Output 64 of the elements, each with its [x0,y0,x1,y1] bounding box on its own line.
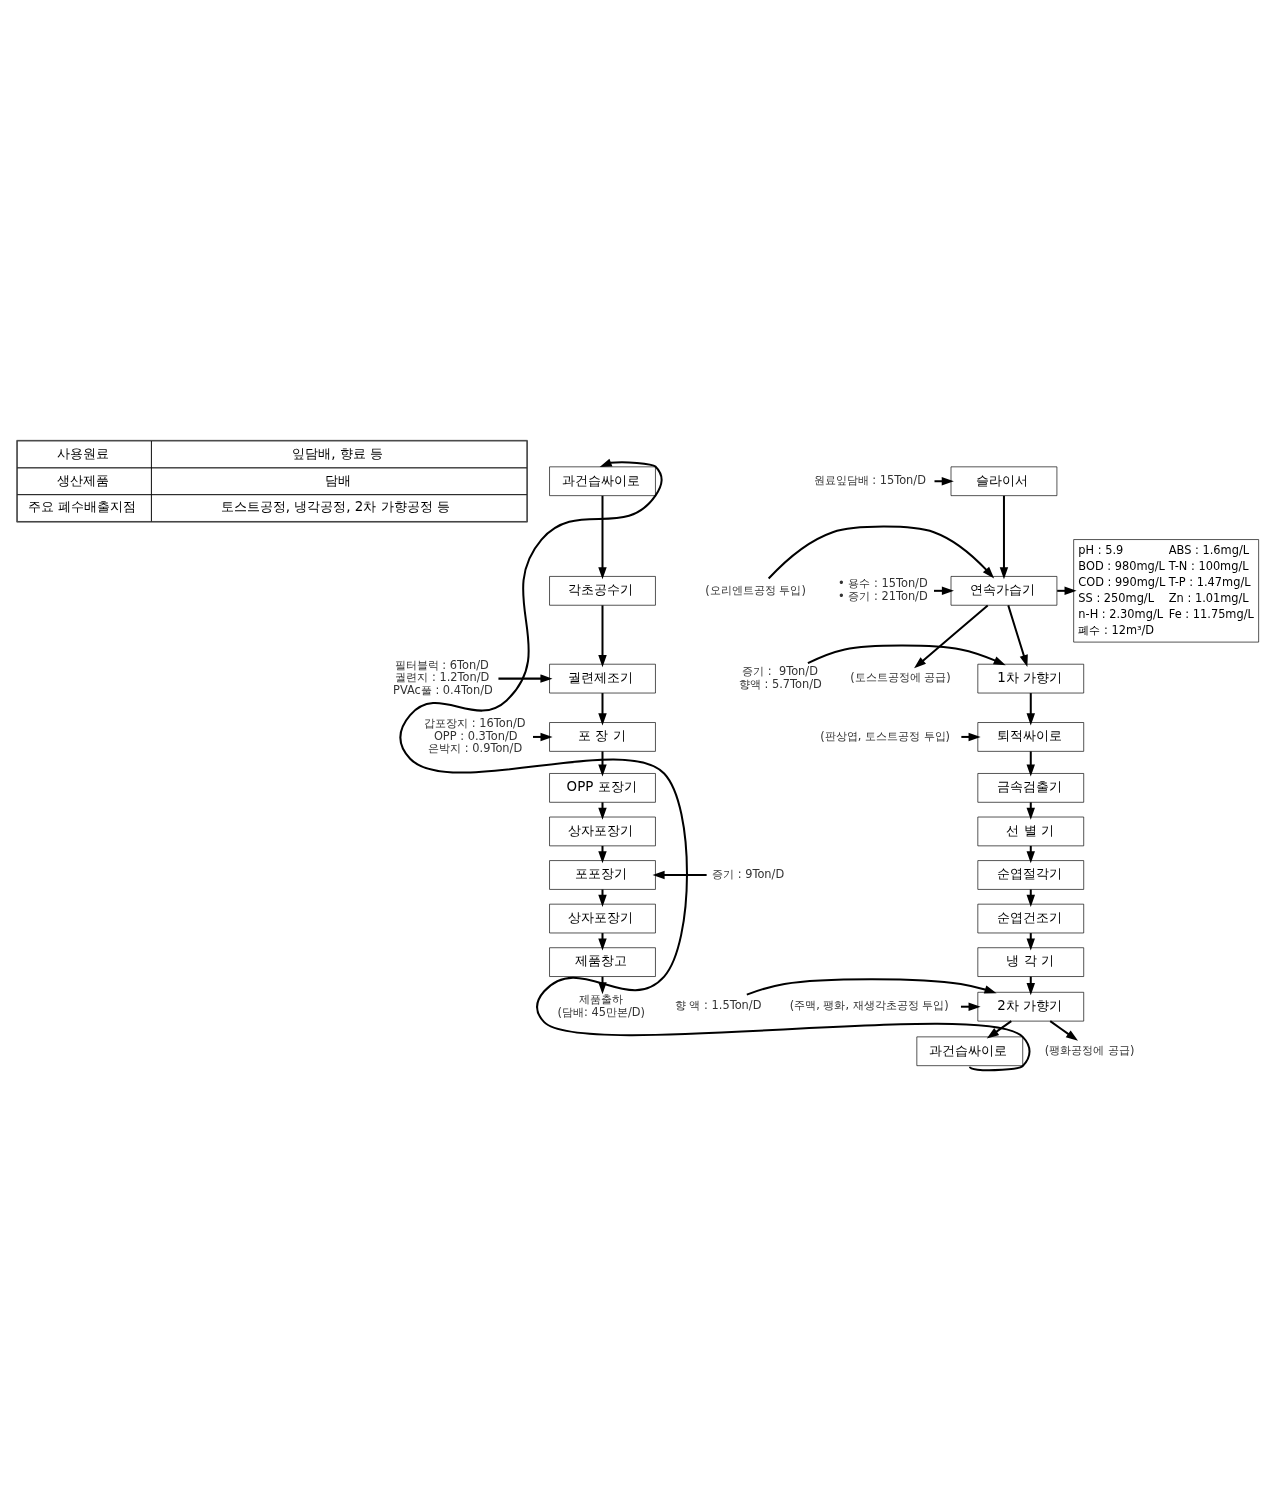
node-text: 필터블럭 : 6Ton/D 궐련지 : 1.2Ton/D PVAc풀 : 0.4Ton/D [393,657,493,698]
label: 잎담배, 향료 등 [292,445,383,461]
arrow [598,495,607,580]
node-box: 1차 가향기 [977,663,1085,694]
label: 담배 [325,472,352,488]
arrow [1026,693,1035,726]
node-box: 금속검출기 [977,773,1085,803]
arrow [1057,586,1077,596]
label: 주요 폐수배출지점 [27,499,137,515]
node-text: 제품출하 (담배: 45만본/D) [557,992,645,1019]
node-box: 포 장 기 [549,722,656,752]
arrow [1007,605,1028,667]
node-text: (판상엽, 토스트공정 투입) [820,728,951,743]
arrow [598,802,607,820]
node-text: (주맥, 팽화, 재생각초공정 투입) [789,998,949,1013]
arrow [986,1020,1012,1039]
node-box: 냉 각 기 [977,947,1085,977]
node-box: 상자포장기 [549,903,656,934]
node-box: 연속가습기 [950,576,1058,606]
arrow [598,693,607,726]
arrow [746,978,997,996]
arrow [652,870,707,880]
node-box: 제품창고 [549,947,656,977]
node-text: (토스트공정에 공급) [850,670,951,685]
arrow [914,604,989,669]
arrow [999,495,1009,580]
node-box: 포포장기 [549,860,656,890]
node-box: OPP 포장기 [549,773,656,803]
node-box: 과건습싸이로 [916,1036,1024,1066]
arrow [1026,751,1035,777]
arrow [961,732,981,742]
arrow [598,605,607,668]
node-box: pH : 5.9 ABS : 1.6mg/L BOD : 980mg/L T-N : 100mg/L COD : 990mg/L T-P : 1.47mg/L SS : 250mg/L Zn : 1.01mg/L n-H : 2.30mg/L Fe : 11.75mg/L 폐수 : 12m³/D [1073,539,1259,643]
label: 사용원료 [56,445,109,461]
node-box: 선 별 기 [977,816,1085,847]
node-text: 갑포장지 : 16Ton/D OPP : 0.3Ton/D 은박지 : 0.9Ton/D [424,715,526,756]
node-box: 순엽건조기 [977,903,1085,934]
arrow [598,751,607,777]
arrow [1026,889,1035,907]
node-text: • 용수 : 15Ton/D • 증기 : 21Ton/D [838,576,928,603]
arrow [498,674,553,683]
node-box: 궐련제조기 [549,663,656,694]
arrow [807,644,1006,666]
node-text: 향 액 : 1.5Ton/D [674,998,762,1013]
node-box: 과건습싸이로 [549,466,656,496]
node-box: 순엽절각기 [977,860,1085,890]
node-text: (오리엔트공정 투입) [705,582,806,597]
arrow [1026,802,1035,820]
node-text: (팽화공정에 공급) [1044,1043,1135,1058]
arrow [1049,1020,1079,1041]
arrow [598,889,607,907]
node-box: 2차 가향기 [977,991,1085,1022]
node-box: 각초공수기 [549,576,656,606]
arrow [767,525,995,580]
node-text: 증기 : 9Ton/D 향액 : 5.7Ton/D [738,664,822,691]
label: 토스트공정, 냉각공정, 2차 가향공정 등 [220,499,450,515]
node-text: 증기 : 9Ton/D [712,866,785,881]
node-box: 상자포장기 [549,816,656,847]
node-text: 원료잎담배 : 15Ton/D [813,472,926,487]
node-box: 슬라이서 [950,466,1058,496]
arrow [934,477,954,486]
arrow [960,1002,981,1011]
label: 생산제품 [56,472,109,488]
node-box: 퇴적싸이로 [977,722,1085,752]
